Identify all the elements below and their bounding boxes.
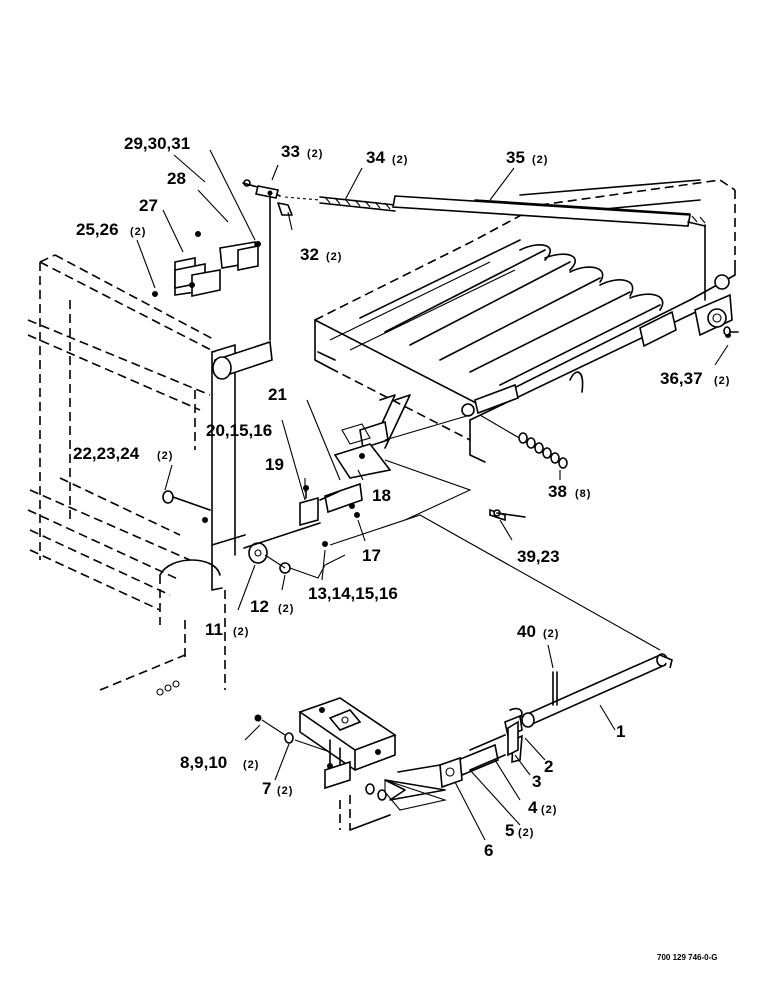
callout-22-23-24-qty: (2) (157, 450, 173, 462)
callout-17: 17 (362, 546, 381, 565)
callout-1: 1 (616, 722, 625, 741)
shaft-coupler (384, 707, 523, 811)
callout-25-26: 25,26 (76, 220, 119, 239)
callout-34-qty: (2) (392, 154, 408, 166)
callout-32: 32 (300, 245, 319, 264)
callout-28: 28 (167, 169, 186, 188)
callout-5-qty: (2) (518, 827, 534, 839)
callout-38: 38 (548, 482, 567, 501)
callout-40-qty: (2) (543, 628, 559, 640)
callout-22-23-24: 22,23,24 (73, 444, 140, 463)
callout-38-qty: (8) (575, 488, 591, 500)
callout-18: 18 (372, 486, 391, 505)
left-conveyor (27, 477, 221, 696)
callout-39-23: 39,23 (517, 547, 560, 566)
callout-35: 35 (506, 148, 525, 167)
callout-8-9-10-qty: (2) (243, 759, 259, 771)
washer-stack (479, 332, 731, 469)
bolts (162, 326, 739, 523)
callout-35-qty: (2) (532, 154, 548, 166)
callout-7: 7 (262, 779, 271, 798)
callout-5: 5 (505, 821, 514, 840)
callout-25-26-qty: (2) (130, 226, 146, 238)
callout-3: 3 (532, 772, 541, 791)
gas-spring-assembly (242, 179, 706, 341)
mounting-block (254, 697, 397, 831)
callout-36-37-qty: (2) (714, 375, 730, 387)
drawing-number: 700 129 746-0-G (657, 953, 718, 962)
callout-13-14-15-16: 13,14,15,16 (308, 584, 398, 603)
callout-19: 19 (265, 455, 284, 474)
callout-leaders (136, 149, 729, 841)
clamp-brackets (152, 231, 261, 297)
callout-8-9-10: 8,9,10 (180, 753, 227, 772)
callout-4: 4 (528, 798, 538, 817)
callout-12: 12 (250, 597, 269, 616)
callout-11: 11 (205, 620, 223, 639)
callout-20-15-16: 20,15,16 (206, 421, 272, 440)
callout-12-qty: (2) (278, 603, 294, 615)
callout-11-qty: (2) (233, 626, 249, 638)
callout-6: 6 (484, 841, 493, 860)
callout-32-qty: (2) (326, 251, 342, 263)
center-linkage (243, 414, 661, 651)
callout-7-qty: (2) (277, 785, 293, 797)
callout-27: 27 (139, 196, 158, 215)
callout-33-qty: (2) (307, 148, 323, 160)
callout-21: 21 (268, 385, 287, 404)
callout-36-37: 36,37 (660, 369, 703, 388)
left-frame (27, 254, 273, 690)
callout-33: 33 (281, 142, 300, 161)
callout-29-30-31: 29,30,31 (124, 134, 190, 153)
callout-4-qty: (2) (541, 804, 557, 816)
callout-labels: 1 2 3 4 (2) 5 (2) 6 7 (2) 8,9,10 (2) 11 … (73, 134, 730, 962)
callout-2: 2 (544, 757, 553, 776)
callout-34: 34 (366, 148, 385, 167)
callout-40: 40 (517, 622, 536, 641)
roller-conveyor (314, 179, 736, 463)
drive-shaft (521, 653, 673, 728)
